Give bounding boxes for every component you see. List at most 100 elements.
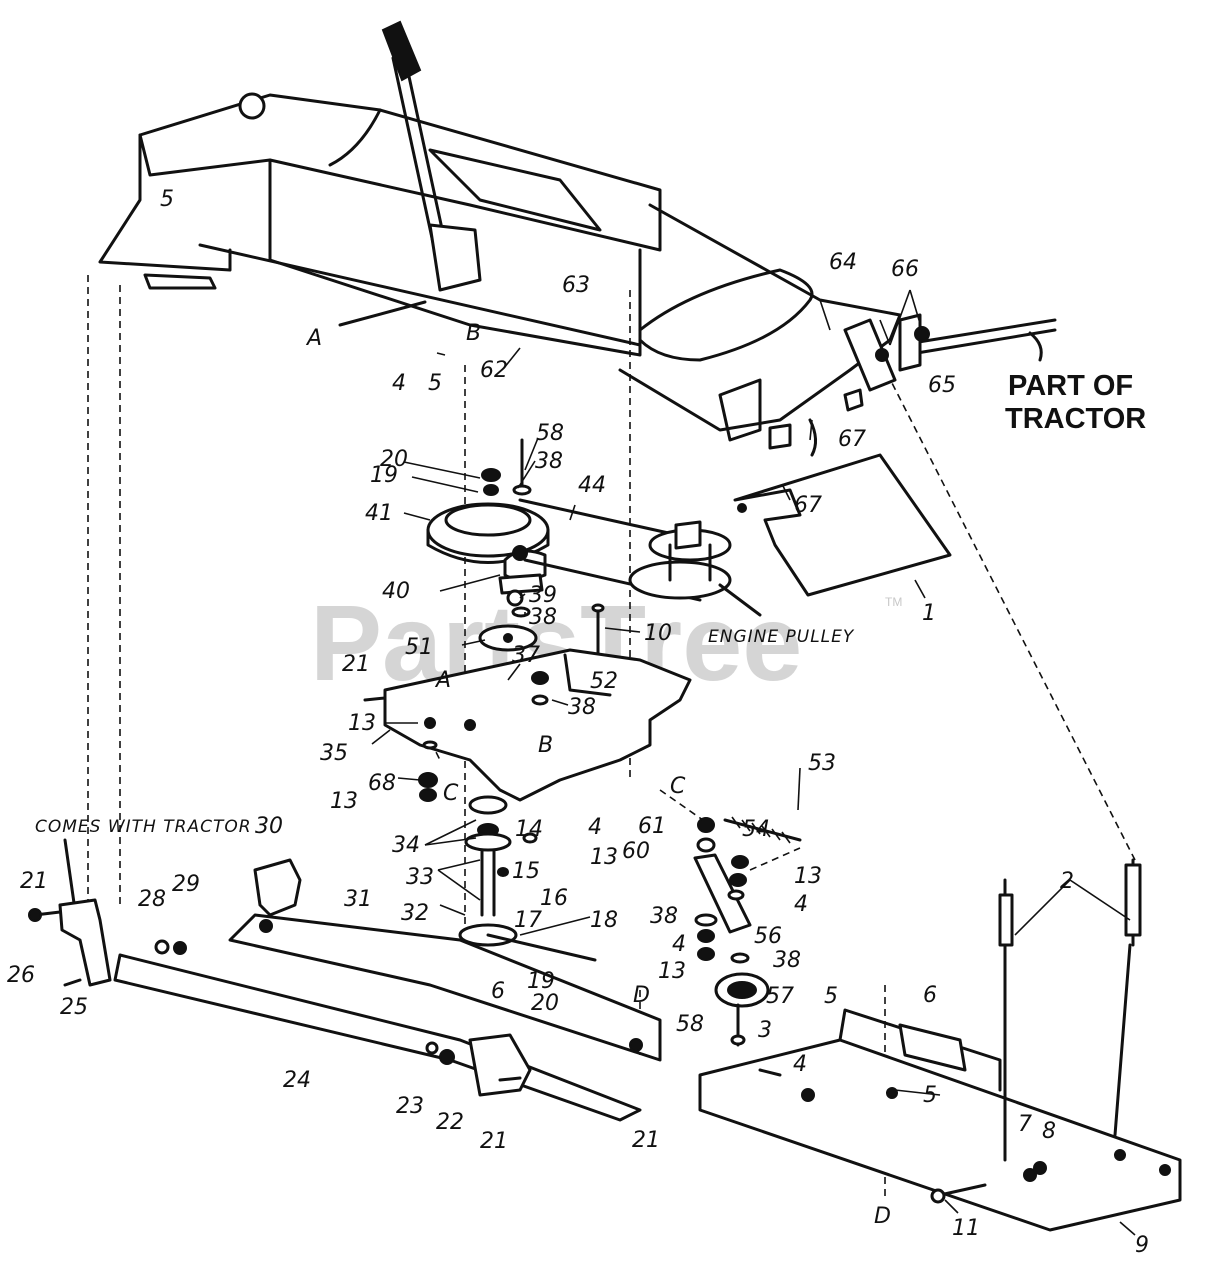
watermark-trademark: TM [885,595,902,609]
part-label-44: 44 [578,473,606,498]
part-label-5: 5 [160,187,174,212]
part-label-21: 21 [480,1129,508,1154]
callout-comes-with-tractor: COMES WITH TRACTOR [35,817,252,837]
callout-engine-pulley: ENGINE PULLEY [708,627,855,647]
part-label-3: 3 [758,1018,772,1043]
right-frame-rail [698,1008,1182,1232]
lower-bar [113,953,642,1122]
part-label-38: 38 [773,948,801,973]
idler-right-assembly [693,816,802,1047]
part-label-2: 2 [1060,869,1074,894]
part-label-20: 20 [380,447,408,472]
part-label-39: 39 [529,583,557,608]
part-label-66: 66 [891,257,919,282]
part-label-4: 4 [392,371,406,396]
part-label-58: 58 [536,421,564,446]
part-label-10: 10 [644,621,672,646]
part-label-37: 37 [512,643,540,668]
part-label-58: 58 [676,1012,704,1037]
part-label-13: 13 [590,845,618,870]
shift-lever [238,20,482,292]
part-label-21: 21 [342,652,370,677]
part-label-9: 9 [1135,1233,1149,1258]
part-label-31: 31 [344,887,372,912]
part-label-13: 13 [330,789,358,814]
part-label-4: 4 [588,815,602,840]
part-label-20: 20 [531,991,559,1016]
part-label-40: 40 [382,579,410,604]
ref-letter-d-lower: D [874,1204,891,1229]
part-label-33: 33 [406,865,434,890]
tractor-rod-assembly [768,313,1057,457]
part-label-17: 17 [514,908,542,933]
part-label-56: 56 [754,924,782,949]
pulley-belt-assembly [426,498,762,617]
mounting-plate [363,648,692,802]
part-label-11: 11 [952,1216,980,1241]
part-label-4: 4 [794,892,808,917]
reference-letters: A B A B C C D D [305,321,891,1229]
part-label-26: 26 [7,963,35,988]
part-label-1: 1 [922,601,936,626]
callouts: PART OF TRACTOR ENGINE PULLEY COMES WITH… [35,370,1146,837]
part-labels: 1 2 3 4 4 4 4 4 5 5 5 5 6 6 7 8 9 10 11 … [7,187,1149,1258]
callout-tractor: TRACTOR [1005,403,1146,435]
part-label-51: 51 [405,635,433,660]
part-label-53: 53 [808,751,836,776]
part-label-19: 19 [370,463,398,488]
part-label-15: 15 [512,859,540,884]
part-label-4: 4 [793,1052,807,1077]
part-label-6: 6 [923,983,937,1008]
part-label-29: 29 [172,872,200,897]
part-label-5: 5 [428,371,442,396]
part-label-34: 34 [392,833,420,858]
part-label-13: 13 [794,864,822,889]
callout-part-of: PART OF [1008,370,1133,402]
part-label-52: 52 [590,669,618,694]
bracket-plate [733,453,952,597]
part-label-19: 19 [527,969,555,994]
pulley-hardware [478,438,605,662]
ref-letter-c-right: C [670,774,686,799]
left-shift-bracket [28,838,112,987]
tractor-frame [98,93,902,442]
part-label-28: 28 [138,887,166,912]
part-label-5: 5 [923,1083,937,1108]
part-label-65: 65 [928,373,956,398]
ref-letter-b-upper: B [466,321,481,346]
part-label-38: 38 [650,904,678,929]
part-label-63: 63 [562,273,590,298]
part-label-25: 25 [60,995,88,1020]
part-label-24: 24 [283,1068,311,1093]
part-label-67: 67 [794,493,822,518]
part-label-32: 32 [401,901,429,926]
leader-lines [371,289,1136,1236]
part-label-23: 23 [396,1094,424,1119]
part-label-35: 35 [320,741,348,766]
part-label-41: 41 [365,501,393,526]
part-label-38: 38 [535,449,563,474]
part-label-22: 22 [436,1110,464,1135]
ref-letter-b-lower: B [538,733,553,758]
part-label-68: 68 [368,771,396,796]
springs [998,858,1142,1162]
part-label-64: 64 [829,250,857,275]
part-label-4: 4 [672,932,686,957]
part-label-5: 5 [824,984,838,1009]
part-label-21: 21 [20,869,48,894]
part-label-13: 13 [658,959,686,984]
part-label-14: 14 [515,817,543,842]
part-label-61: 61 [638,814,666,839]
left-rail [154,858,662,1062]
part-label-30: 30 [255,814,283,839]
ref-letter-a-lower: A [434,668,451,693]
part-label-57: 57 [766,984,794,1009]
part-label-18: 18 [590,908,618,933]
part-label-6: 6 [491,979,505,1004]
ref-letter-c-left: C [443,781,459,806]
ref-letter-a-upper: A [305,326,322,351]
part-label-16: 16 [540,886,568,911]
part-label-62: 62 [480,358,508,383]
part-label-38: 38 [568,695,596,720]
part-label-67: 67 [838,427,866,452]
